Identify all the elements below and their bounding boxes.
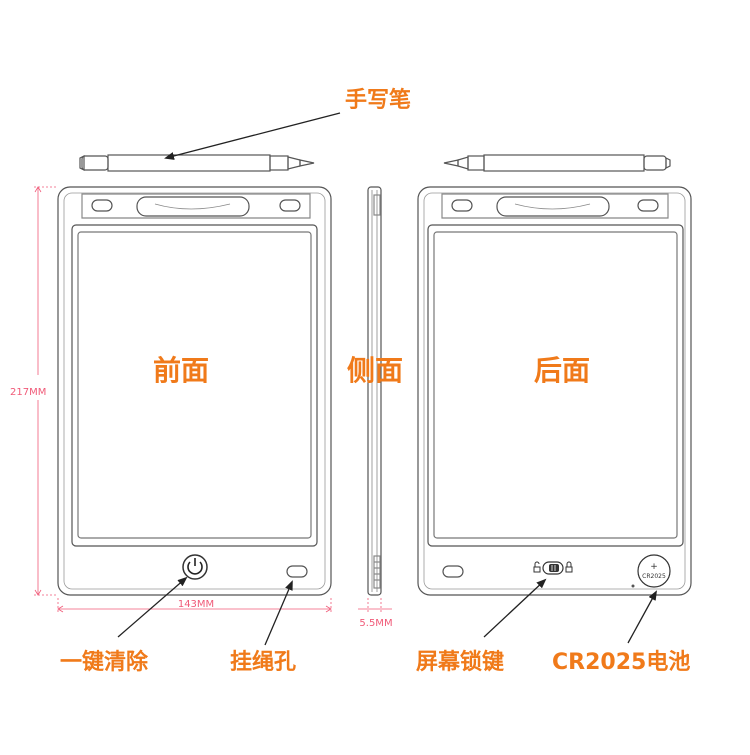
back-pen-holder — [496, 196, 610, 217]
front-view — [57, 186, 332, 596]
front-screen — [71, 224, 318, 547]
back-tablet-body — [417, 186, 692, 596]
lock-icon — [565, 561, 573, 573]
thickness-dimension — [358, 598, 392, 613]
unlock-icon — [533, 561, 541, 573]
side-view — [367, 186, 382, 596]
battery-leader — [627, 590, 657, 644]
height-dimension — [34, 186, 56, 596]
battery-model-label: CR2025 — [642, 573, 666, 580]
side-label: 侧面 — [347, 354, 403, 387]
battery-plus-sign: + — [650, 562, 658, 572]
back-pen-clip-right — [637, 199, 659, 212]
width-dimension — [57, 598, 332, 613]
stylus-front — [79, 154, 315, 172]
back-panel — [427, 224, 684, 547]
clear-button-label: 一键清除 — [60, 649, 149, 675]
power-icon — [187, 558, 203, 575]
pen-leader — [164, 112, 341, 160]
pen-label: 手写笔 — [345, 87, 411, 113]
thickness-dimension-label: 5.5MM — [359, 618, 392, 629]
front-tablet-body — [57, 186, 332, 596]
front-pen-holder — [136, 196, 250, 217]
clear-button — [182, 554, 208, 580]
lock-leader — [483, 578, 547, 638]
lanyard-hole — [286, 565, 308, 578]
stylus-back — [443, 154, 671, 172]
front-pen-clip-right — [279, 199, 301, 212]
width-dimension-label: 143MM — [178, 599, 214, 610]
clear-leader — [117, 576, 188, 638]
back-view — [417, 186, 692, 596]
back-lanyard-hole — [442, 565, 464, 578]
side-tablet-body — [367, 186, 382, 596]
height-dimension-label: 217MM — [10, 387, 46, 398]
battery-label: CR2025电池 — [552, 650, 690, 675]
lanyard-hole-label: 挂绳孔 — [230, 649, 296, 675]
back-label: 后面 — [534, 354, 590, 387]
battery-cover — [637, 554, 671, 588]
back-pen-clip-left — [451, 199, 473, 212]
lanyard-leader — [264, 580, 293, 646]
front-pen-clip-left — [91, 199, 113, 212]
leader-lines — [117, 112, 657, 646]
front-label: 前面 — [153, 354, 209, 387]
screen-lock-switch — [542, 561, 564, 575]
screen-lock-label: 屏幕锁键 — [416, 649, 504, 675]
